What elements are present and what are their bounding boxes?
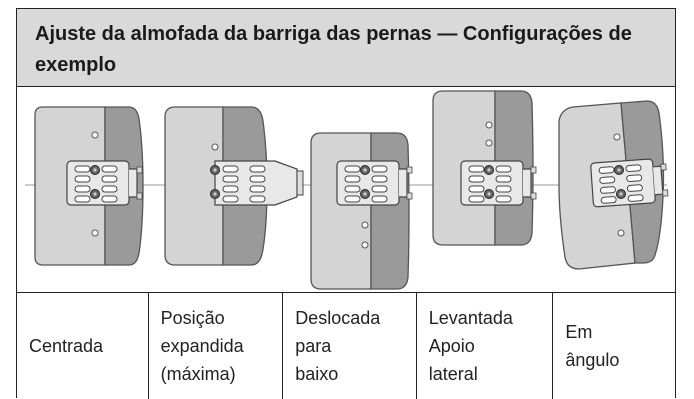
label-line: lateral xyxy=(428,364,478,384)
label-cell-angled: Em ângulo xyxy=(553,293,675,399)
pad-raised-figure xyxy=(432,90,537,246)
label-line: Levantada xyxy=(428,308,513,328)
calf-pads-illustration xyxy=(25,90,670,290)
label-line: para xyxy=(295,336,332,356)
label-line: baixo xyxy=(295,364,339,384)
pad-angled-figure xyxy=(558,100,670,270)
label-line: Posição xyxy=(160,308,225,328)
label-line: ângulo xyxy=(565,350,620,370)
label-line: Centrada xyxy=(29,336,104,356)
label-line: expandida xyxy=(160,336,244,356)
label-cell-shifted-down: Deslocada para baixo xyxy=(283,293,417,399)
label-line: Em xyxy=(565,322,593,342)
label-cell-raised: Levantada Apoio lateral xyxy=(417,293,554,399)
label-line: Apoio xyxy=(428,336,475,356)
configuration-illustrations xyxy=(17,87,675,293)
header-title-line2: exemplo xyxy=(35,54,117,76)
pad-expanded-figure xyxy=(164,106,304,266)
label-cell-expanded: Posição expandida (máxima) xyxy=(149,293,284,399)
label-line: Deslocada xyxy=(295,308,381,328)
label-cell-centered: Centrada xyxy=(17,293,149,399)
label-line: (máxima) xyxy=(160,364,236,384)
pad-centered-figure xyxy=(34,106,144,266)
pad-shifted-down-figure xyxy=(310,132,413,290)
configuration-labels-row: Centrada Posição expandida (máxima) Desl… xyxy=(17,293,675,399)
header-title-line1: Ajuste da almofada da barriga das pernas… xyxy=(35,23,632,45)
calf-pad-adjustment-table: Ajuste da almofada da barriga das pernas… xyxy=(16,8,676,399)
table-header: Ajuste da almofada da barriga das pernas… xyxy=(17,9,675,87)
